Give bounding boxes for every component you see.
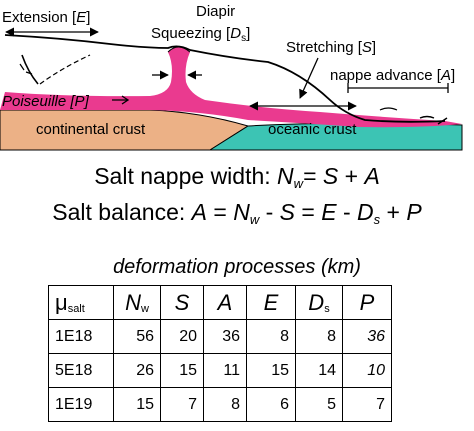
cell-p: 36 — [342, 319, 392, 354]
cell-ds: 5 — [295, 387, 343, 422]
cell-ds: 14 — [295, 353, 343, 388]
stretching-label: Stretching [S] — [286, 39, 376, 56]
cell-a: 36 — [203, 319, 247, 354]
dashed-fault-line — [39, 54, 91, 85]
header-s: S — [160, 285, 204, 320]
nappe-advance-label: nappe advance [A] — [330, 67, 455, 84]
header-ds: Ds — [295, 285, 343, 320]
cell-nw: 15 — [113, 387, 161, 422]
cell-a: 11 — [203, 353, 247, 388]
poiseuille-flow-arrow — [112, 95, 130, 105]
header-p: P — [342, 285, 392, 320]
overburden-surface-line — [4, 34, 446, 123]
cell-s: 20 — [160, 319, 204, 354]
cell-p: 7 — [342, 387, 392, 422]
oceanic-crust-label: oceanic crust — [268, 121, 357, 138]
cell-s: 15 — [160, 353, 204, 388]
squeezing-label: Squeezing [Ds] — [151, 25, 250, 44]
header-nw: Nw — [113, 285, 161, 320]
cell-nw: 56 — [113, 319, 161, 354]
cell-mu: 1E18 — [48, 319, 114, 354]
cell-e: 15 — [246, 353, 296, 388]
extension-fault-line — [21, 54, 39, 85]
thrust-marker-1 — [379, 107, 398, 111]
header-a: A — [203, 285, 247, 320]
table-row: 1E18 56 20 36 8 8 36 — [48, 319, 392, 354]
cell-p: 10 — [342, 353, 392, 388]
header-e: E — [246, 285, 296, 320]
salt-layer — [0, 47, 462, 128]
cell-mu: 1E19 — [48, 387, 114, 422]
table-caption: deformation processes (km) — [113, 256, 361, 278]
diapir-label: Diapir — [196, 3, 235, 20]
continental-crust-label: continental crust — [36, 121, 146, 138]
stretching-pointer — [299, 57, 319, 99]
salt-tectonics-diagram: Extension [E] Diapir Squeezing [Ds] Stre… — [0, 3, 463, 151]
cell-s: 7 — [160, 387, 204, 422]
salt-balance-formula: Salt balance: A = Nw - S = E - Ds + P — [52, 199, 422, 227]
fault-tick-marks — [19, 63, 33, 75]
table-row: 1E19 15 7 8 6 5 7 — [48, 387, 392, 422]
poiseuille-label: Poiseuille [P] — [2, 93, 90, 110]
thrust-marker-2 — [419, 115, 448, 125]
cell-e: 8 — [246, 319, 296, 354]
table-header-row: μsalt Nw S A E Ds P — [48, 285, 392, 320]
cell-nw: 26 — [113, 353, 161, 388]
cell-e: 6 — [246, 387, 296, 422]
cell-mu: 5E18 — [48, 353, 114, 388]
nappe-width-formula: Salt nappe width: Nw= S + A — [94, 163, 380, 191]
deformation-table: μsalt Nw S A E Ds P 1E18 56 20 36 8 8 36… — [48, 285, 392, 422]
cell-ds: 8 — [295, 319, 343, 354]
extension-label: Extension [E] — [2, 9, 90, 26]
header-mu-salt: μsalt — [48, 285, 114, 320]
table-row: 5E18 26 15 11 15 14 10 — [48, 353, 392, 388]
cell-a: 8 — [203, 387, 247, 422]
